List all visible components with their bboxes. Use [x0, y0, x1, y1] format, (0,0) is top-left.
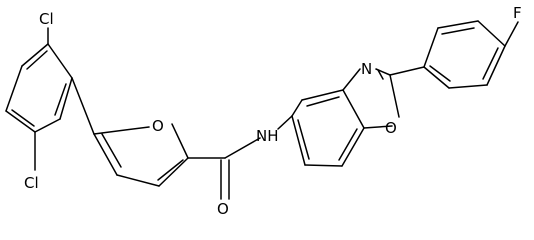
- bond-c-f: [504, 21, 519, 47]
- bond-oxazole-aryl: [389, 66, 425, 76]
- atom-o-furan: O: [152, 117, 164, 135]
- biaryl-bond: [71, 77, 95, 135]
- molecule-drawing: Cl Cl O O NH N O F: [5, 4, 522, 214]
- dichlorophenyl-ring: [5, 43, 73, 133]
- amide-group: [187, 137, 261, 200]
- atom-nh: NH: [256, 127, 279, 145]
- structure-diagram: Cl Cl O O NH N O F: [5, 4, 522, 214]
- atom-cl-bottom: Cl: [24, 174, 39, 192]
- atom-o-carbonyl: O: [217, 200, 229, 214]
- fluorophenyl-ring: [423, 20, 506, 89]
- benzoxazole-benzene-ring: [291, 89, 365, 167]
- furan-ring: [93, 123, 189, 187]
- atom-o-oxazole: O: [385, 119, 397, 137]
- atom-n-oxazole: N: [361, 60, 372, 78]
- atom-f: F: [513, 4, 522, 22]
- atom-cl-top: Cl: [39, 10, 54, 28]
- oxazole-ring: [342, 68, 400, 129]
- bond-nh-aryl: [277, 115, 293, 130]
